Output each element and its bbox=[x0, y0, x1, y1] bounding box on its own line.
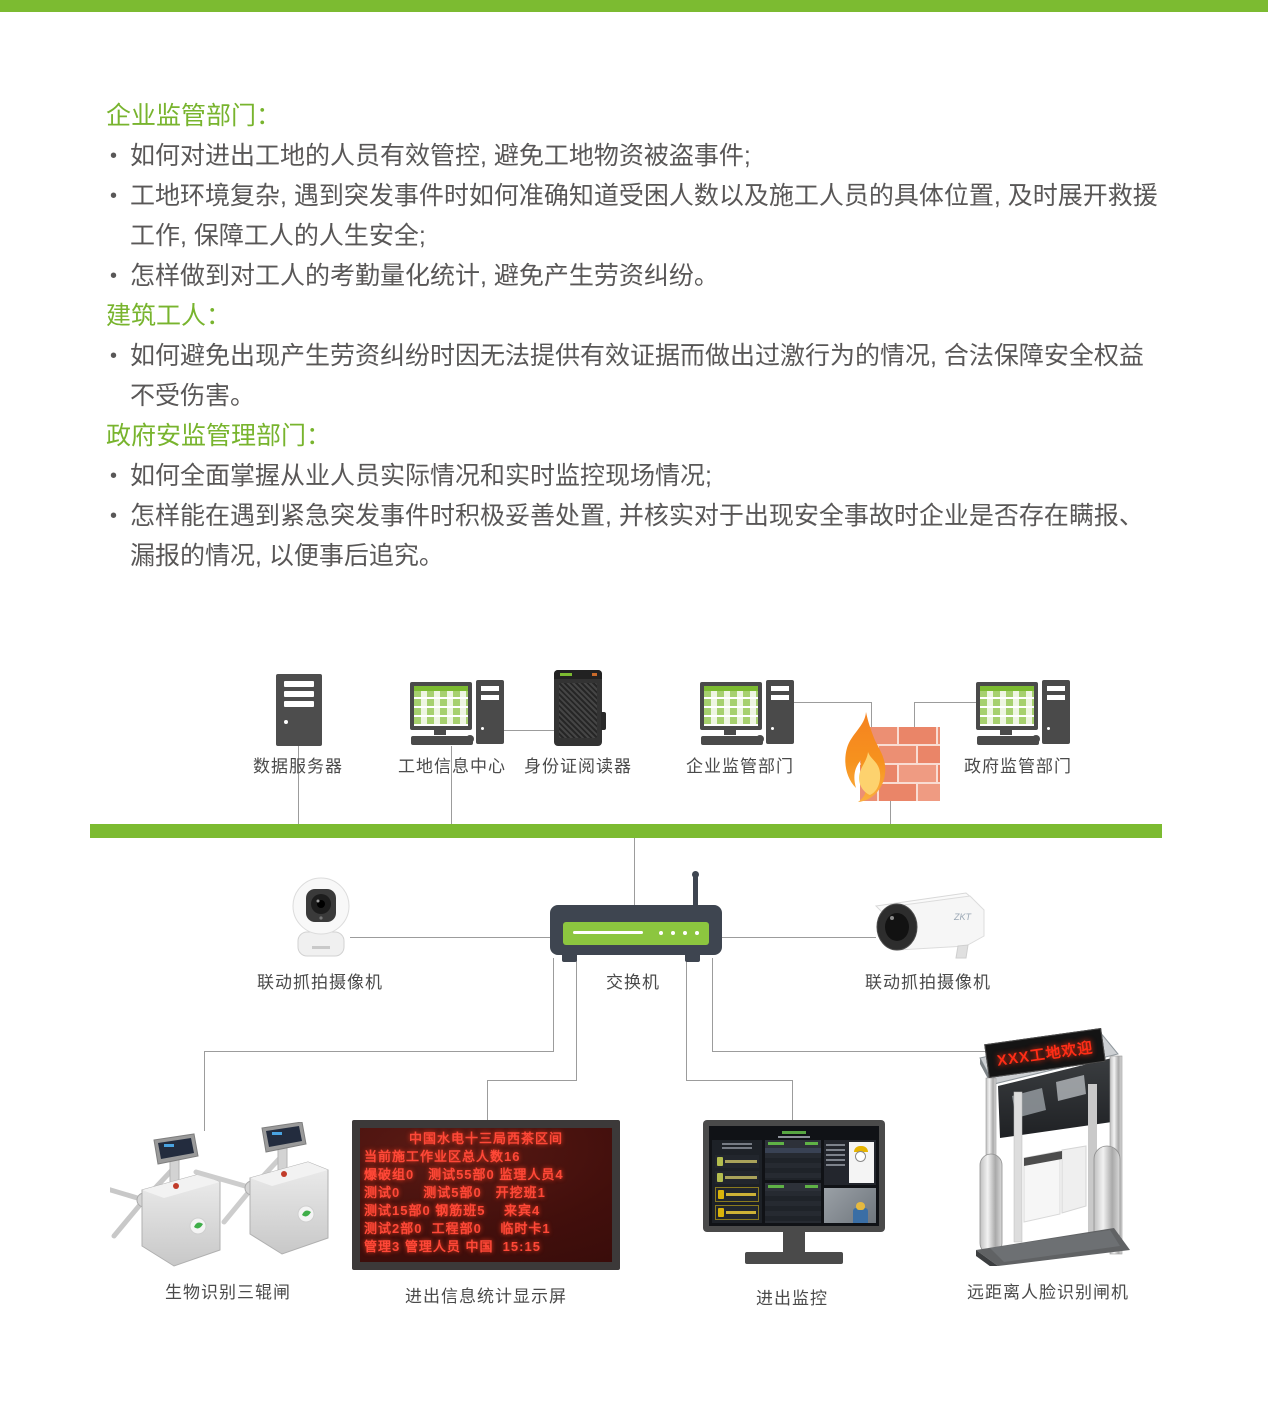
bullet-item: 如何全面掌握从业人员实际情况和实时监控现场情况; bbox=[106, 456, 1164, 496]
label-led-display: 进出信息统计显示屏 bbox=[405, 1287, 567, 1306]
led-text-line: 测试2部0 工程部0 临时卡1 bbox=[364, 1221, 551, 1236]
label-camera-left: 联动抓拍摄像机 bbox=[257, 973, 383, 992]
connector-line bbox=[914, 702, 915, 744]
led-text-line: 管理3 管理人员 中国 15:15 bbox=[364, 1239, 541, 1254]
led-text-line: 爆破组0 测试55部0 监理人员4 bbox=[364, 1167, 564, 1182]
connector-line bbox=[576, 958, 577, 1080]
monitor-stand bbox=[783, 1230, 805, 1254]
surveillance-ui bbox=[709, 1126, 879, 1226]
enterprise-dept-icon bbox=[700, 680, 796, 750]
connector-line bbox=[686, 1080, 792, 1081]
connector-line bbox=[298, 746, 299, 826]
connector-line bbox=[487, 1080, 488, 1122]
label-data-server: 数据服务器 bbox=[253, 757, 343, 776]
id-card-reader-icon bbox=[554, 670, 606, 746]
connector-line bbox=[350, 937, 552, 938]
connector-line bbox=[634, 838, 635, 906]
connector-line bbox=[914, 702, 984, 703]
led-text-line: 测试0 测试5部0 开挖班1 bbox=[364, 1185, 546, 1200]
worker-photo bbox=[849, 1142, 874, 1183]
connector-line bbox=[712, 1051, 990, 1052]
bullet-item: 工地环境复杂, 遇到突发事件时如何准确知道受困人数以及施工人员的具体位置, 及时… bbox=[106, 176, 1164, 256]
mouse-icon bbox=[1032, 735, 1040, 743]
monitor-icon bbox=[700, 682, 762, 730]
led-text-line: 当前施工作业区总人数16 bbox=[364, 1149, 521, 1164]
label-enterprise-dept: 企业监管部门 bbox=[686, 757, 794, 776]
top-green-bar bbox=[0, 0, 1268, 12]
label-entry-monitor: 进出监控 bbox=[756, 1289, 828, 1308]
mouse-icon bbox=[756, 735, 764, 743]
connector-line bbox=[686, 958, 687, 1080]
connector-line bbox=[890, 798, 891, 826]
label-site-info-center: 工地信息中心 bbox=[398, 757, 506, 776]
firewall-flame-icon bbox=[845, 712, 886, 802]
connector-line bbox=[792, 702, 872, 703]
bullet-camera-icon: ZKT bbox=[874, 892, 985, 959]
bullet-item: 怎样做到对工人的考勤量化统计, 避免产生劳资纠纷。 bbox=[106, 256, 1164, 296]
bullet-list-government: 如何全面掌握从业人员实际情况和实时监控现场情况; 怎样能在遇到紧急突发事件时积极… bbox=[106, 456, 1164, 576]
label-government-dept: 政府监管部门 bbox=[964, 757, 1072, 776]
monitor-icon bbox=[410, 682, 472, 730]
led-screen: 中国水电十三局西茶区间 当前施工作业区总人数16 爆破组0 测试55部0 监理人… bbox=[360, 1128, 612, 1262]
connector-line bbox=[500, 730, 558, 731]
data-server-icon bbox=[276, 674, 322, 746]
led-text-line: 中国水电十三局西茶区间 bbox=[408, 1131, 563, 1146]
connector-line bbox=[204, 1051, 205, 1131]
connector-line bbox=[204, 1051, 554, 1052]
section-heading-enterprise: 企业监管部门： bbox=[106, 102, 282, 130]
bullet-list-workers: 如何避免出现产生劳资纠纷时因无法提供有效证据而做出过激行为的情况, 合法保障安全… bbox=[106, 336, 1164, 416]
monitor-icon bbox=[976, 682, 1038, 730]
section-heading-workers: 建筑工人： bbox=[106, 302, 232, 330]
pain-points-text: 企业监管部门： 如何对进出工地的人员有效管控, 避免工地物资被盗事件; 工地环境… bbox=[106, 96, 1164, 576]
connector-line bbox=[720, 937, 876, 938]
gate-sign-text: XXX工地欢迎 bbox=[995, 1038, 1095, 1070]
bullet-item: 如何避免出现产生劳资纠纷时因无法提供有效证据而做出过激行为的情况, 合法保障安全… bbox=[106, 336, 1164, 416]
site-info-center-icon bbox=[410, 680, 506, 750]
turnstile-icon bbox=[110, 1122, 329, 1267]
antenna-icon bbox=[692, 871, 699, 907]
government-dept-icon bbox=[976, 680, 1072, 750]
keyboard-icon bbox=[977, 736, 1039, 745]
entry-monitor-icon bbox=[703, 1120, 885, 1232]
connector-line bbox=[712, 958, 713, 1051]
network-bus-bar bbox=[90, 824, 1162, 838]
monitor-base bbox=[745, 1252, 843, 1264]
tower-icon bbox=[476, 680, 504, 744]
bullet-item: 如何对进出工地的人员有效管控, 避免工地物资被盗事件; bbox=[106, 136, 1164, 176]
mouse-icon bbox=[466, 735, 474, 743]
tower-icon bbox=[766, 680, 794, 744]
connector-line bbox=[487, 1080, 577, 1081]
section-heading-government: 政府安监管理部门： bbox=[106, 422, 332, 450]
connector-line bbox=[871, 702, 872, 742]
keyboard-icon bbox=[701, 736, 763, 745]
tower-icon bbox=[1042, 680, 1070, 744]
network-switch-icon bbox=[550, 871, 722, 962]
led-text-line: 测试15部0 钢筋班5 来宾4 bbox=[364, 1203, 541, 1218]
connector-line bbox=[553, 958, 554, 1051]
led-display-board: 中国水电十三局西茶区间 当前施工作业区总人数16 爆破组0 测试55部0 监理人… bbox=[352, 1120, 620, 1270]
camera-feed bbox=[824, 1187, 876, 1223]
bullet-list-enterprise: 如何对进出工地的人员有效管控, 避免工地物资被盗事件; 工地环境复杂, 遇到突发… bbox=[106, 136, 1164, 296]
label-camera-right: 联动抓拍摄像机 bbox=[865, 973, 991, 992]
ptz-camera-icon bbox=[292, 877, 350, 957]
bullet-item: 怎样能在遇到紧急突发事件时积极妥善处置, 并核实对于出现安全事故时企业是否存在瞒… bbox=[106, 496, 1164, 576]
label-face-gate: 远距离人脸识别闸机 bbox=[967, 1283, 1129, 1302]
connector-line bbox=[792, 1080, 793, 1122]
camera-brand-text: ZKT bbox=[953, 912, 973, 922]
label-id-reader: 身份证阅读器 bbox=[524, 757, 632, 776]
label-switch: 交换机 bbox=[606, 973, 660, 992]
connector-line bbox=[451, 746, 452, 826]
keyboard-icon bbox=[411, 736, 473, 745]
label-turnstile: 生物识别三辊闸 bbox=[165, 1283, 291, 1302]
